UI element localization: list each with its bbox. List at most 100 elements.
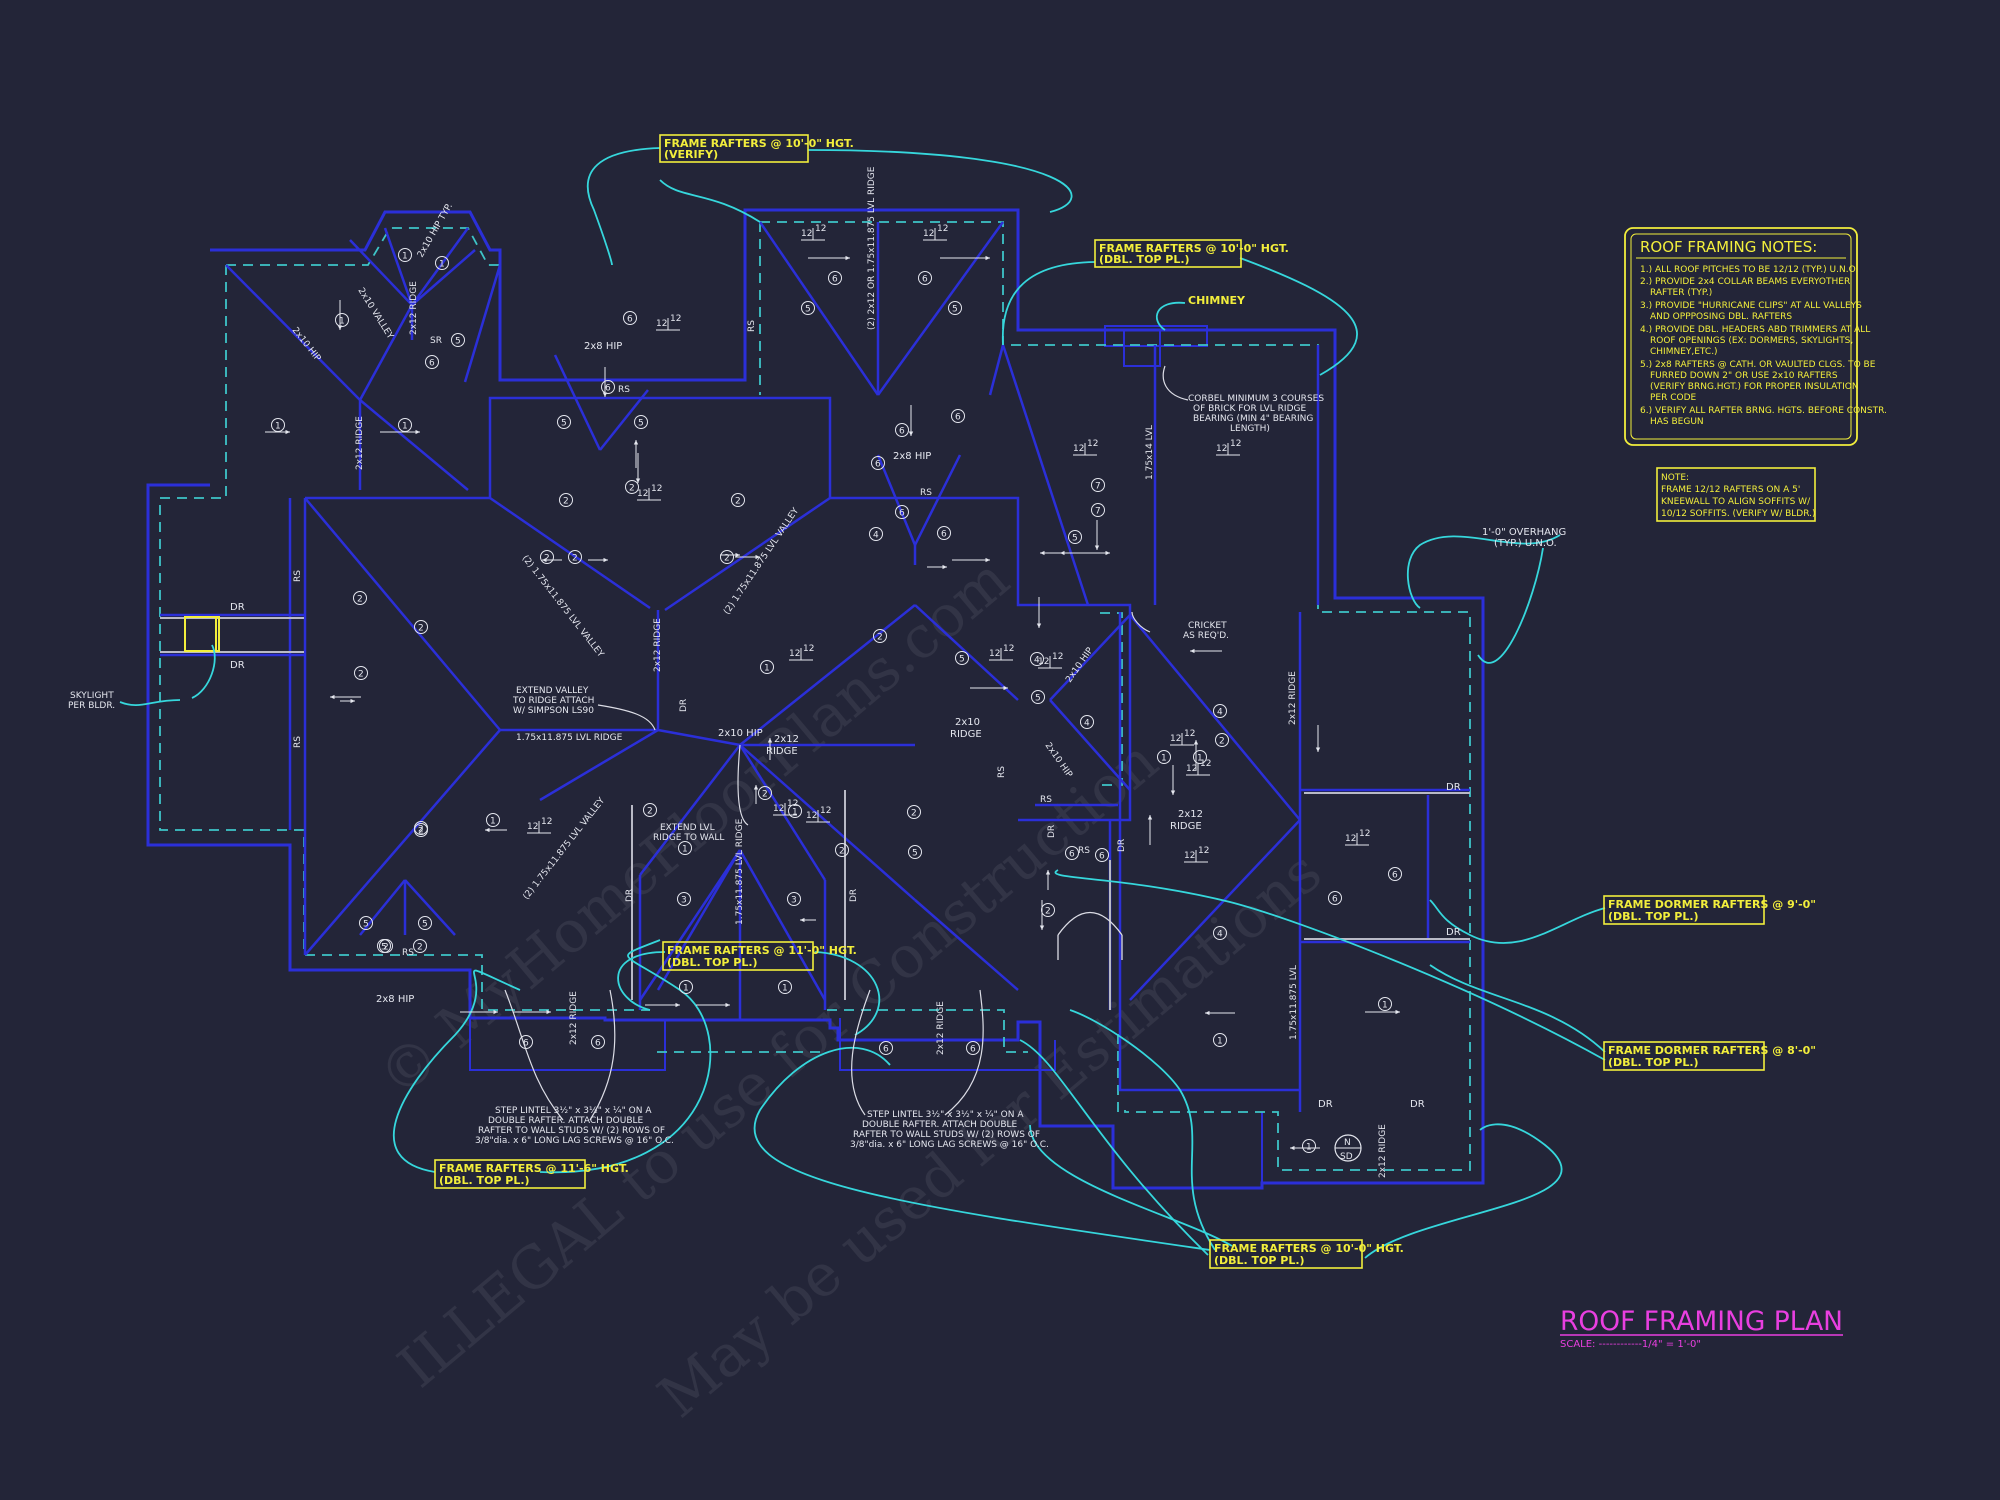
svg-text:5: 5 [455,337,461,347]
svg-text:6: 6 [832,275,838,285]
svg-text:12: 12 [789,649,800,659]
rafter-tag: 7 [1091,503,1105,517]
svg-text:2: 2 [839,847,845,857]
svg-text:TO RIDGE ATTACH: TO RIDGE ATTACH [512,696,594,706]
label-dr-6: DR [1410,1099,1425,1110]
svg-text:FRAME RAFTERS @ 10'-0" HGT.: FRAME RAFTERS @ 10'-0" HGT. [664,137,854,150]
rafter-tag: 2 [414,821,428,835]
direction-arrow [1147,815,1153,845]
svg-text:6: 6 [595,1039,601,1049]
direction-arrow [720,552,740,558]
svg-text:6: 6 [1392,871,1398,881]
label-dr-8: DR [849,889,859,902]
framing-lines [160,221,1470,1112]
rafter-tag: 5 [451,333,465,347]
rafter-tag: 1 [1213,1033,1227,1047]
notes-line-13: 6.) VERIFY ALL RAFTER BRNG. HGTS. BEFORE… [1640,406,1887,416]
rafter-tag: 6 [1328,891,1342,905]
rafter-tag: 2 [1041,903,1055,917]
rafter-tag: 1 [398,418,412,432]
svg-text:CRICKET: CRICKET [1188,621,1227,631]
notes-line-12: PER CODE [1650,393,1697,403]
svg-text:FRAME RAFTERS @ 11'-0" HGT.: FRAME RAFTERS @ 11'-0" HGT. [667,944,857,957]
svg-text:12: 12 [656,319,667,329]
svg-text:FRAME DORMER RAFTERS @ 8'-0": FRAME DORMER RAFTERS @ 8'-0" [1608,1044,1816,1057]
svg-text:SKYLIGHT: SKYLIGHT [70,691,114,701]
label-dr-1: DR [230,602,245,613]
rafter-tag: 5 [1031,690,1045,704]
rafter-tag: 2 [907,805,921,819]
direction-arrow [1193,740,1199,770]
direction-arrow [1094,520,1100,550]
svg-text:12: 12 [801,229,812,239]
svg-text:1: 1 [764,664,770,674]
title-text: ROOF FRAMING PLAN [1560,1306,1843,1337]
rafter-tag: 4 [1213,704,1227,718]
svg-text:RIDGE TO WALL: RIDGE TO WALL [653,833,724,843]
svg-text:12: 12 [527,822,538,832]
svg-text:1: 1 [402,422,408,432]
svg-text:1: 1 [782,984,788,994]
rafter-tag: 5 [955,651,969,665]
rafter-tag: 1 [435,256,449,270]
svg-text:FRAME RAFTERS @ 11'-6" HGT.: FRAME RAFTERS @ 11'-6" HGT. [439,1162,629,1175]
svg-text:2: 2 [358,670,364,680]
rafter-tag: 6 [895,505,909,519]
rafter-tag: 2 [625,480,639,494]
direction-arrow [645,1002,680,1008]
svg-text:1: 1 [1217,1037,1223,1047]
svg-text:5: 5 [959,655,965,665]
direction-arrow [635,453,641,483]
label-hip-rot-2: 2x10 HIP [1043,741,1075,780]
svg-text:12: 12 [1184,729,1195,739]
svg-text:12: 12 [1087,439,1098,449]
label-dr-9: DR [679,699,689,712]
lintel-note-right: STEP LINTEL 3½" x 3½" x ¼" ON A DOUBLE R… [850,1110,1049,1150]
rafter-tag: 1 [1302,1139,1316,1153]
label-ridge-r: RIDGE [950,729,982,740]
extend-valley-note: EXTEND VALLEY TO RIDGE ATTACH W/ SIMPSON… [512,686,594,716]
svg-text:2: 2 [418,825,424,835]
cricket-note: CRICKET AS REQ'D. [1183,621,1229,641]
label-rs-9: RS [402,948,414,958]
svg-text:6: 6 [429,359,435,369]
rafter-tag: 5 [908,845,922,859]
callout-bottom: FRAME RAFTERS @ 10'-0" HGT. (DBL. TOP PL… [1209,1239,1404,1269]
note-leaders [504,365,1189,1121]
svg-text:12: 12 [1073,444,1084,454]
direction-arrow [485,827,507,833]
svg-text:12: 12 [651,484,662,494]
svg-text:STEP LINTEL 3½" x 3½" x ¼" ON: STEP LINTEL 3½" x 3½" x ¼" ON A [495,1106,652,1116]
svg-text:6: 6 [875,460,881,470]
svg-text:12: 12 [787,799,798,809]
svg-text:12: 12 [806,811,817,821]
direction-arrow [940,255,990,261]
svg-text:5: 5 [1072,534,1078,544]
svg-text:5: 5 [422,920,428,930]
label-2x12-r: 2x12 [1178,809,1203,820]
svg-text:KNEEWALL TO ALIGN SOFFITS W/: KNEEWALL TO ALIGN SOFFITS W/ [1661,497,1811,507]
svg-text:5: 5 [912,849,918,859]
direction-arrow [1190,648,1222,654]
direction-arrow [952,557,990,563]
label-hip-2x8-mid: 2x8 HIP [893,451,931,462]
label-dr-3: DR [1446,782,1461,793]
rafter-tag: 2 [413,939,427,953]
label-hip-tl2: 2x10 HIP TYP. [416,202,455,260]
svg-text:12: 12 [637,489,648,499]
rafter-tag: 1 [760,660,774,674]
rafter-tag: 2 [414,620,428,634]
svg-text:2: 2 [383,943,389,953]
direction-arrow [1315,725,1321,752]
svg-text:1: 1 [1161,754,1167,764]
notes-line-3: RAFTER (TYP.) [1650,288,1712,298]
svg-text:(TYP.) U.N.O.: (TYP.) U.N.O. [1494,538,1557,549]
svg-text:1: 1 [792,808,798,818]
